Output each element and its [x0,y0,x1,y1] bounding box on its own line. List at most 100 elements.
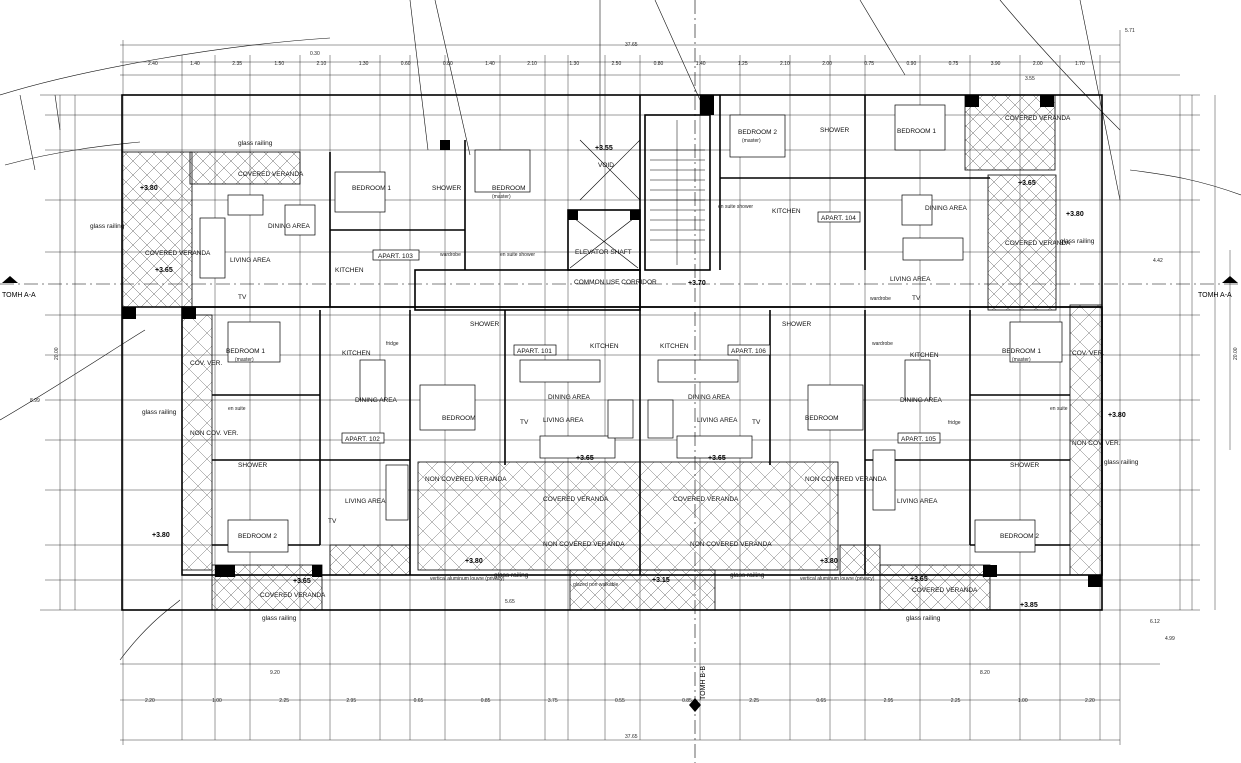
glass-railing-label: glass railing [1060,238,1095,245]
room-note: fridge [386,341,399,347]
room-label: LIVING AREA [890,276,931,283]
room-label: COV. VER. [1072,350,1104,357]
dim-text: 9.20 [270,670,280,676]
room-label: LIVING AREA [345,498,386,505]
room-label: KITCHEN [772,208,801,215]
room-note: wardrobe [440,252,461,258]
room-label: COVERED VERANDA [260,592,326,599]
room-label: DINING AREA [900,397,943,404]
room-label: SHOWER [782,321,812,328]
overall-bottom-dim: 37.65 [625,734,638,740]
svg-text:APART. 105: APART. 105 [901,436,936,443]
dim-text: 1.40 [485,61,495,67]
room-label: BEDROOM 1 [352,185,391,192]
dim-text: 2.50 [612,61,622,67]
svg-text:APART. 103: APART. 103 [378,253,413,260]
glass-railing-label: glass railing [238,140,273,147]
corridor-label: COMMON USE CORRIDOR [574,279,657,286]
dim-text: 0.30 [310,51,320,57]
glass-railing-label: glass railing [730,572,765,579]
construction-lines [0,0,1241,661]
dim-text: 2.25 [279,698,289,704]
dim-text: 4.99 [1165,636,1175,642]
dim-text: 4.42 [1153,258,1163,264]
dim-text: 1.70 [1075,61,1085,67]
room-label: SHOWER [820,127,850,134]
dim-text: 6.12 [1150,619,1160,625]
apart-tag-106: APART. 106 [727,344,771,356]
level-mark: +3.80 [140,185,158,192]
level-mark: +3.80 [465,558,483,565]
room-note: en suite shower [500,252,535,258]
room-note: (master) [742,138,761,144]
dim-text: 1.30 [569,61,579,67]
level-mark: +3.70 [688,280,706,287]
tv-label: TV [238,294,247,301]
room-label: BEDROOM 2 [738,129,777,136]
section-label-a-left: TOMH A-A [2,292,36,299]
overall-height-left: 20.00 [54,347,60,360]
dim-text: 1.25 [738,61,748,67]
room-label: NON COVERED VERANDA [543,541,625,548]
dim-text: 0.65 [816,698,826,704]
room-label: KITCHEN [590,343,619,350]
labels: TOMH A-A TOMH A-A TOMH B-B 37.65 37.65 2… [2,28,1239,740]
room-label: BEDROOM 1 [226,348,265,355]
level-mark: +3.15 [652,577,670,584]
section-label-a-right: TOMH A-A [1198,292,1232,299]
room-label: DINING AREA [355,397,398,404]
louvre-label: vertical aluminum louvre (privacy) [430,576,505,582]
dim-text: 0.80 [654,61,664,67]
room-label: COV. VER. [190,360,222,367]
dim-text: 0.55 [615,698,625,704]
glass-railing-label: glass railing [142,409,177,416]
room-label: BEDROOM 2 [1000,533,1039,540]
tv-label: TV [328,518,337,525]
level-mark: +3.80 [152,532,170,539]
level-mark: +3.55 [595,145,613,152]
apart-tag-103: APART. 103 [372,249,420,261]
level-mark: +3.65 [293,578,311,585]
room-label: COVERED VERANDA [543,496,609,503]
dim-text: 8.20 [980,670,990,676]
dim-text: 1.40 [696,61,706,67]
dim-text: 1.50 [274,61,284,67]
dim-text: 3.90 [991,61,1001,67]
dim-text: 2.95 [346,698,356,704]
room-label: KITCHEN [660,343,689,350]
dim-text: 1.00 [212,698,222,704]
grid-ticks [45,30,1200,745]
dim-text: 5.65 [505,599,515,605]
section-mark-b [689,0,701,763]
room-label: COVERED VERANDA [1005,115,1071,122]
glazed-label: glazed non walkable [573,582,619,588]
glass-railing-label: glass railing [1104,459,1139,466]
room-label: DINING AREA [688,394,731,401]
glass-railing-label: glass railing [494,572,529,579]
room-label: DINING AREA [548,394,591,401]
dim-text: 2.20 [1085,698,1095,704]
dim-text: 2.40 [148,61,158,67]
dim-text: 5.71 [1125,28,1135,34]
dim-text: 2.10 [780,61,790,67]
room-label: NON COV. VER. [190,430,239,437]
dim-text: 2.95 [884,698,894,704]
glass-railing-label: glass railing [906,615,941,622]
room-note: en suite shower [718,204,753,210]
apart-tag-104: APART. 104 [817,211,861,223]
dim-text: 0.75 [949,61,959,67]
louvre-label: vertical aluminum louvre (privacy) [800,576,875,582]
level-mark: +3.80 [1066,211,1084,218]
dim-text: 2.10 [527,61,537,67]
room-label: LIVING AREA [543,417,584,424]
dim-text: 8.99 [30,398,40,404]
room-label: SHOWER [238,462,268,469]
dim-text: 2.20 [145,698,155,704]
room-label: BEDROOM [805,415,839,422]
section-label-b: TOMH B-B [700,666,707,700]
room-label: COVERED VERANDA [912,587,978,594]
room-label: NON COVERED VERANDA [805,476,887,483]
